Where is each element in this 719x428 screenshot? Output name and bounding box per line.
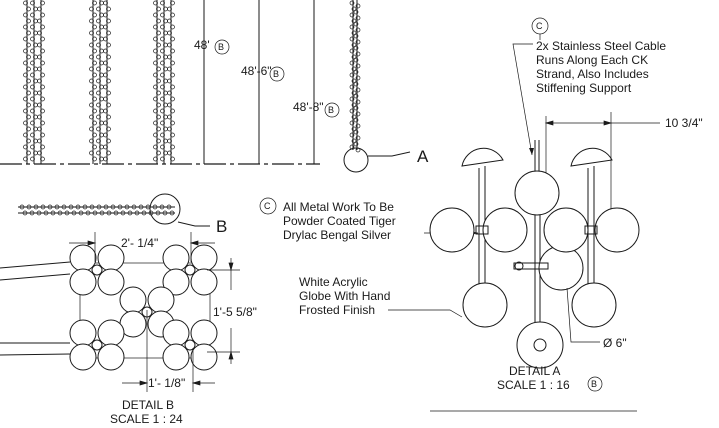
svg-text:All Metal Work To Be: All Metal Work To Be [283,200,394,214]
strand-elevation [0,0,320,165]
svg-text:B: B [591,379,597,389]
globe-clusters [69,244,218,371]
dim-span-1-5-5-8: 1'-5 5/8" [213,305,257,319]
detail-b-title: DETAIL B [122,398,174,412]
detail-a: 10 3/4" Ø 6" DETAIL A SCALE 1 : 16 B [429,112,703,412]
plan-strip: B [18,193,227,236]
dim-height-48: 48' [194,38,210,52]
dim-dia-6: Ø 6" [603,336,627,350]
strand-beads [23,0,175,162]
svg-text:Drylac Bengal Silver: Drylac Bengal Silver [283,228,391,242]
svg-text:Powder Coated Tiger: Powder Coated Tiger [283,214,396,228]
strand-detail-a: A [343,0,429,173]
dim-width-10-3-4: 10 3/4" [665,116,703,130]
detail-a-title: DETAIL A [509,364,560,378]
dim-line [122,310,215,392]
tag-b-icon: B [324,102,340,118]
dim-span-2-1-4: 2'- 1/4" [121,236,158,250]
dim-span-1-1-8: 1'- 1/8" [148,376,185,390]
dim-line [69,232,215,262]
dim-height-48-6: 48'-6" [241,64,272,78]
svg-text:White Acrylic: White Acrylic [299,275,368,289]
detail-a-scale: SCALE 1 : 16 [497,378,570,392]
svg-text:B: B [218,42,224,52]
svg-text:B: B [328,105,334,115]
frame-outline [79,262,211,359]
svg-text:2x Stainless Steel Cable: 2x Stainless Steel Cable [536,39,666,53]
dim-height-48-8: 48'-8" [293,100,324,114]
callout-a-label: A [417,147,429,166]
svg-text:C: C [264,201,271,211]
detail-b: 2'- 1/4" 1'-5 5/8" 1'- 1/8" DETAIL B SCA… [0,232,257,426]
note-globe: White Acrylic Globe With Hand Frosted Fi… [299,275,463,318]
tag-b-icon: B [587,376,603,392]
svg-text:B: B [273,69,279,79]
svg-text:Strand, Also Includes: Strand, Also Includes [536,67,649,81]
svg-text:Runs Along Each CK: Runs Along Each CK [536,53,648,67]
tag-c-icon [259,197,277,215]
note-cable: C 2x Stainless Steel Cable Runs Along Ea… [512,17,666,156]
svg-text:C: C [536,21,543,31]
svg-text:Stiffening Support: Stiffening Support [536,81,632,95]
svg-text:Frosted Finish: Frosted Finish [299,303,375,317]
detail-b-scale: SCALE 1 : 24 [110,412,183,426]
dim-line [207,258,240,364]
callout-b-label: B [216,217,227,236]
svg-text:Globe With Hand: Globe With Hand [299,289,390,303]
tag-b-icon: B [214,39,230,55]
tag-b-icon: B [269,66,285,82]
